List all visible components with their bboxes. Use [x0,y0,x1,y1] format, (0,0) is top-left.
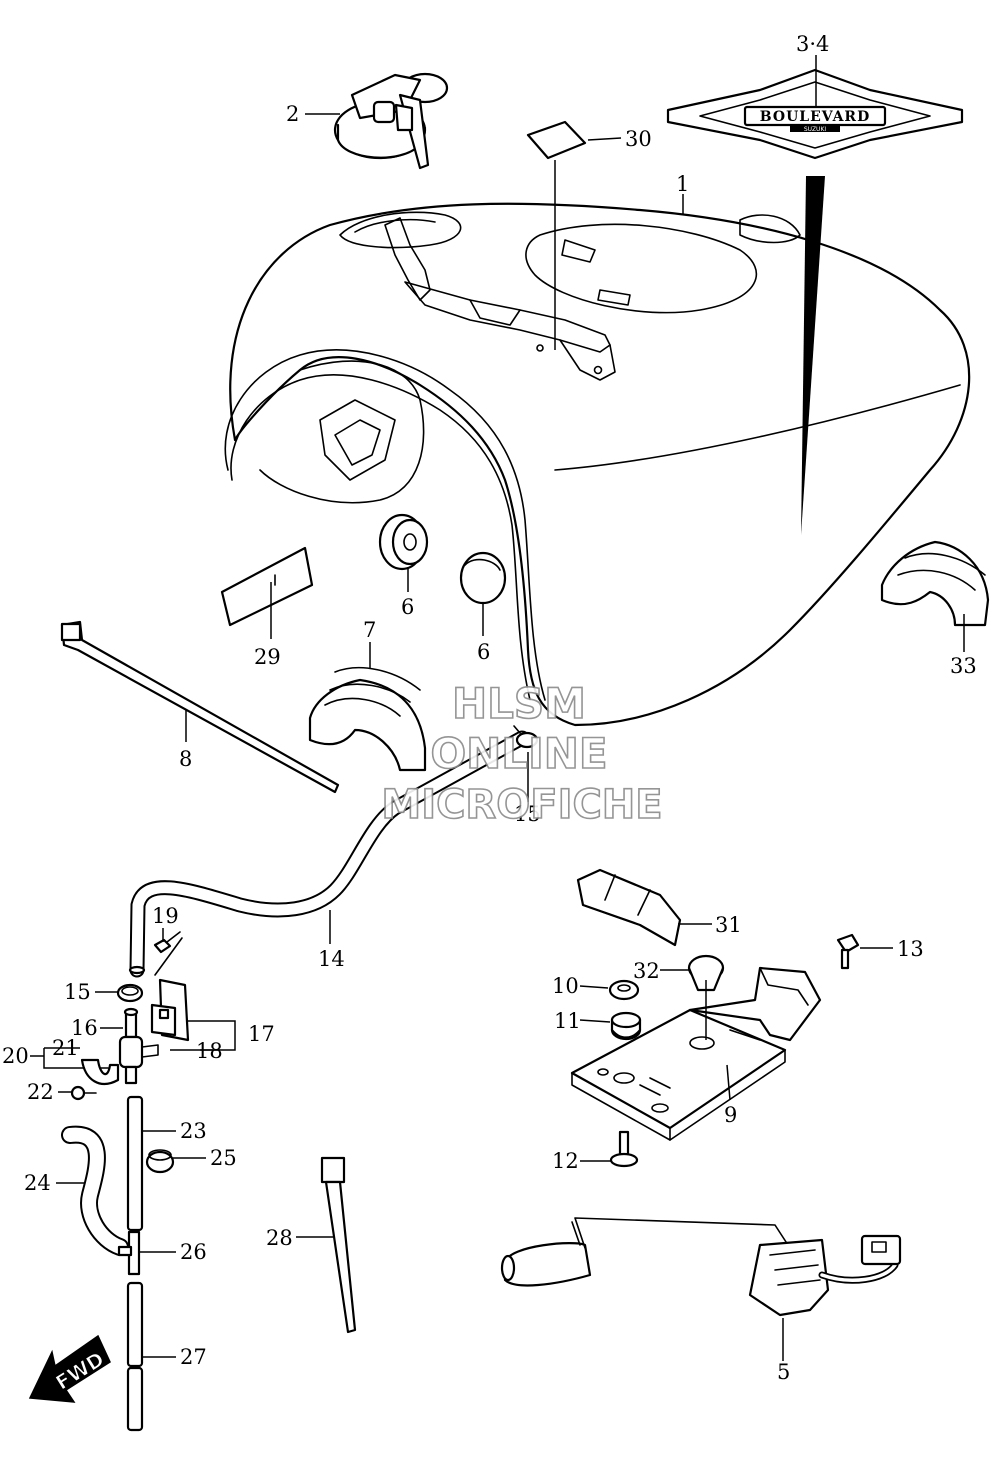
callout-19: 19 [152,904,179,928]
cushion-31 [576,868,682,947]
callout-15-lower: 15 [64,980,91,1004]
callout-32: 32 [633,959,660,983]
watermark-line-1: HLSM [452,679,586,728]
callout-30: 30 [625,127,652,151]
callout-10: 10 [552,974,579,998]
cushion-6a [378,513,429,571]
check-valve-16 [118,1007,159,1085]
forward-direction-arrow: FWD [28,1334,111,1403]
bolt-13 [836,933,860,970]
callout-12: 12 [552,1149,579,1173]
callout-33: 33 [950,654,977,678]
callout-1: 1 [676,172,689,196]
grommet-11 [610,1011,642,1041]
callout-20: 20 [2,1044,29,1068]
callout-22: 22 [27,1080,54,1104]
emblem-sub-text: SUZUKI [804,126,827,133]
watermark-line-3: MICROFICHE [381,782,662,828]
callout-8: 8 [179,747,192,771]
callout-2: 2 [286,102,299,126]
spacer-25 [145,1149,175,1174]
callout-25: 25 [210,1146,237,1170]
hose-clamp-15-lower [116,983,144,1003]
callout-7: 7 [363,618,376,642]
bracket-17 [150,978,190,1042]
washer-10 [608,979,640,1001]
callout-14: 14 [318,947,345,971]
boulevard-emblem: BOULEVARD SUZUKI [666,68,964,160]
bolt-12 [609,1130,639,1168]
callout-27: 27 [180,1345,207,1369]
callout-29: 29 [254,645,281,669]
callout-24: 24 [24,1171,51,1195]
callout-31: 31 [715,913,742,937]
hose-23 [126,1095,144,1232]
screw-19 [153,931,181,954]
clamp-21 [80,1058,120,1086]
damper-7 [308,666,427,772]
watermark-line-2: ONLINE [430,729,607,778]
callout-11: 11 [554,1009,581,1033]
callout-26: 26 [180,1240,207,1264]
vent-hose-14 [128,730,530,978]
callout-16: 16 [71,1016,98,1040]
caution-label-30 [526,120,587,160]
callout-28: 28 [266,1226,293,1250]
callout-18: 18 [196,1039,223,1063]
callout-21: 21 [52,1036,79,1060]
callout-9: 9 [724,1103,737,1127]
emblem-brand-text: BOULEVARD [760,109,870,125]
leader-lines [30,55,965,1361]
callout-13: 13 [897,937,924,961]
bolt-22 [70,1085,97,1101]
tie-strap-8 [60,620,340,794]
callout-labels: 1 2 3·4 5 6 6 7 8 9 10 11 12 13 14 15 15… [2,32,977,1384]
damper-33 [880,540,990,627]
fuel-tank [224,202,971,727]
callout-5: 5 [777,1360,790,1384]
tank-stripe [801,176,825,535]
fuel-level-gauge-5 [500,1217,902,1317]
callout-23: 23 [180,1119,207,1143]
callout-15-upper: 15 [514,802,541,826]
callout-3-4: 3·4 [796,32,829,56]
fuel-cap [333,72,449,170]
tie-strap-28 [320,1156,357,1334]
callout-6a: 6 [401,595,414,619]
rubber-cap-32 [687,954,725,992]
caution-label-29 [220,546,314,627]
hose-27 [126,1281,144,1432]
cushion-6b [459,551,507,605]
callout-6b: 6 [477,640,490,664]
watermark: HLSM ONLINE MICROFICHE [381,678,664,829]
callout-17: 17 [248,1022,275,1046]
screw-19-leader-guide [154,937,183,976]
bracket-9 [570,966,822,1141]
t-joint-26 [117,1230,141,1276]
hose-clamp-15-upper [513,725,539,749]
hose-24 [61,1125,129,1256]
